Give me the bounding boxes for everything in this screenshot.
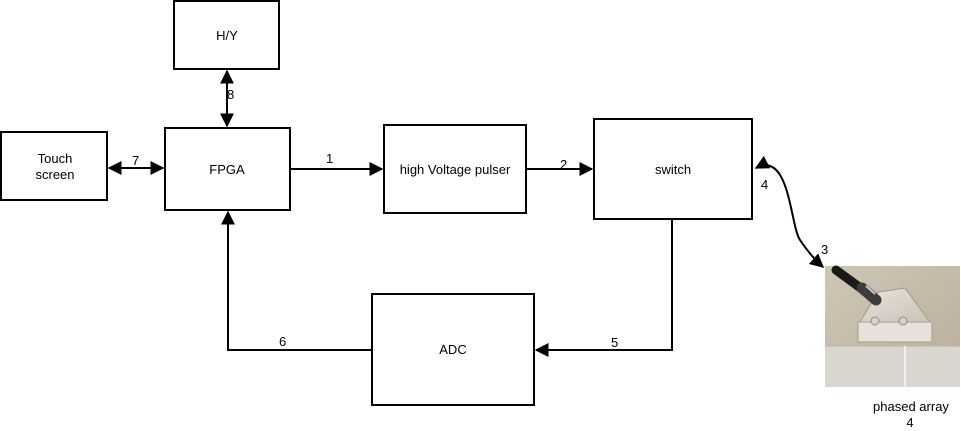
photo-caption-line1: phased array <box>873 399 949 414</box>
touch-screen-label-line2: screen <box>35 167 74 182</box>
connection-label-1: 1 <box>326 151 333 166</box>
pulser-block: high Voltage pulser <box>383 124 527 214</box>
pulser-switch-connection: 2 <box>526 157 594 176</box>
fpga-pulser-connection: 1 <box>290 151 384 176</box>
connection-label-8: 8 <box>227 87 234 102</box>
hy-block: H/Y <box>173 0 280 70</box>
adc-label: ADC <box>439 342 466 357</box>
switch-probe-connection: 4 3 <box>754 155 828 268</box>
touch-screen-block: Touch screen <box>0 131 108 201</box>
connection-label-6: 6 <box>279 334 286 349</box>
adc-fpga-connection: 6 <box>221 210 372 351</box>
connection-label-7: 7 <box>132 153 139 168</box>
connection-label-3: 3 <box>821 242 828 257</box>
switch-label: switch <box>655 162 691 177</box>
switch-adc-connection: 5 <box>534 219 673 357</box>
fpga-label: FPGA <box>209 162 245 177</box>
connection-label-5: 5 <box>611 335 618 350</box>
fpga-block: FPGA <box>164 127 291 211</box>
touch-screen-label-line1: Touch <box>38 151 73 166</box>
connection-label-2: 2 <box>560 157 567 172</box>
switch-block: switch <box>593 118 753 220</box>
hy-fpga-connection: 8 <box>220 69 234 128</box>
touch-fpga-connection: 7 <box>107 153 165 175</box>
phased-array-photo <box>825 265 960 387</box>
adc-block: ADC <box>371 293 535 406</box>
pulser-label: high Voltage pulser <box>400 162 511 177</box>
photo-caption-line2: 4 <box>906 415 913 430</box>
connection-label-4: 4 <box>761 177 768 192</box>
hy-label: H/Y <box>216 28 238 43</box>
